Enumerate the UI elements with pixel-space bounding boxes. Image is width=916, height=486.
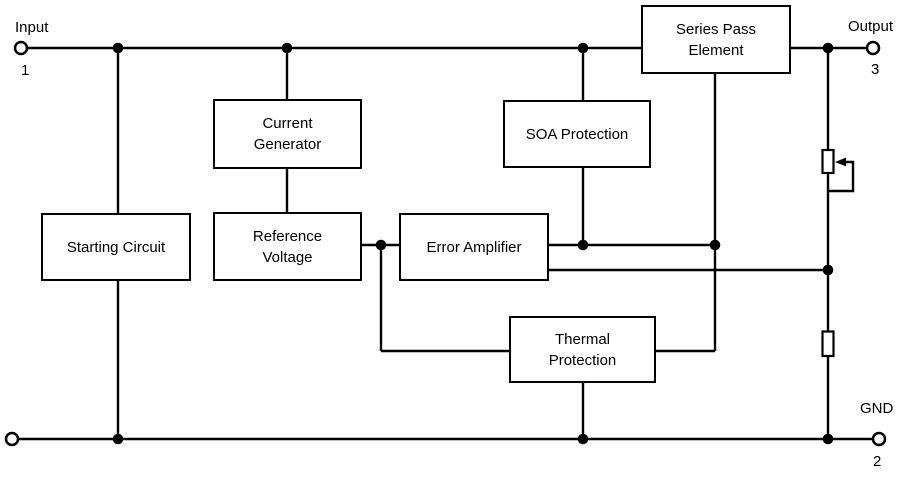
junction-dot <box>375 239 387 251</box>
wiper-arrow-icon <box>835 157 846 167</box>
junction-dot <box>577 433 589 445</box>
output-pin-number: 3 <box>871 61 880 78</box>
wires <box>19 46 872 441</box>
junction-dot <box>577 42 589 54</box>
terminals <box>4 40 887 447</box>
junction-dots <box>112 42 834 445</box>
junction-dot <box>112 433 124 445</box>
junction-dot <box>822 42 834 54</box>
output-terminal-circle <box>865 40 881 56</box>
junction-dot <box>709 239 721 251</box>
block-starting-circuit: Starting Circuit <box>41 213 191 281</box>
bottom-left-terminal-circle <box>4 431 20 447</box>
junction-dot <box>281 42 293 54</box>
gnd-terminal-circle <box>871 431 887 447</box>
junction-dot <box>112 42 124 54</box>
gnd-pin-number: 2 <box>873 453 882 470</box>
junction-dot <box>822 433 834 445</box>
block-soa-protection: SOA Protection <box>503 100 651 168</box>
block-thermal-protection: Thermal Protection <box>509 316 656 383</box>
resistor-symbol <box>821 330 835 358</box>
input-pin-number: 1 <box>21 62 30 79</box>
block-current-generator: Current Generator <box>213 99 362 169</box>
block-series-pass-element: Series Pass Element <box>641 5 791 74</box>
input-terminal-circle <box>13 40 29 56</box>
junction-dot <box>822 264 834 276</box>
junction-dot <box>577 239 589 251</box>
output-terminal-label: Output <box>848 18 894 35</box>
adjustable-resistor-symbol <box>821 148 846 175</box>
block-error-amplifier: Error Amplifier <box>399 213 549 281</box>
input-terminal-label: Input <box>15 19 49 36</box>
block-reference-voltage: Reference Voltage <box>213 212 362 281</box>
gnd-terminal-label: GND <box>860 400 894 417</box>
